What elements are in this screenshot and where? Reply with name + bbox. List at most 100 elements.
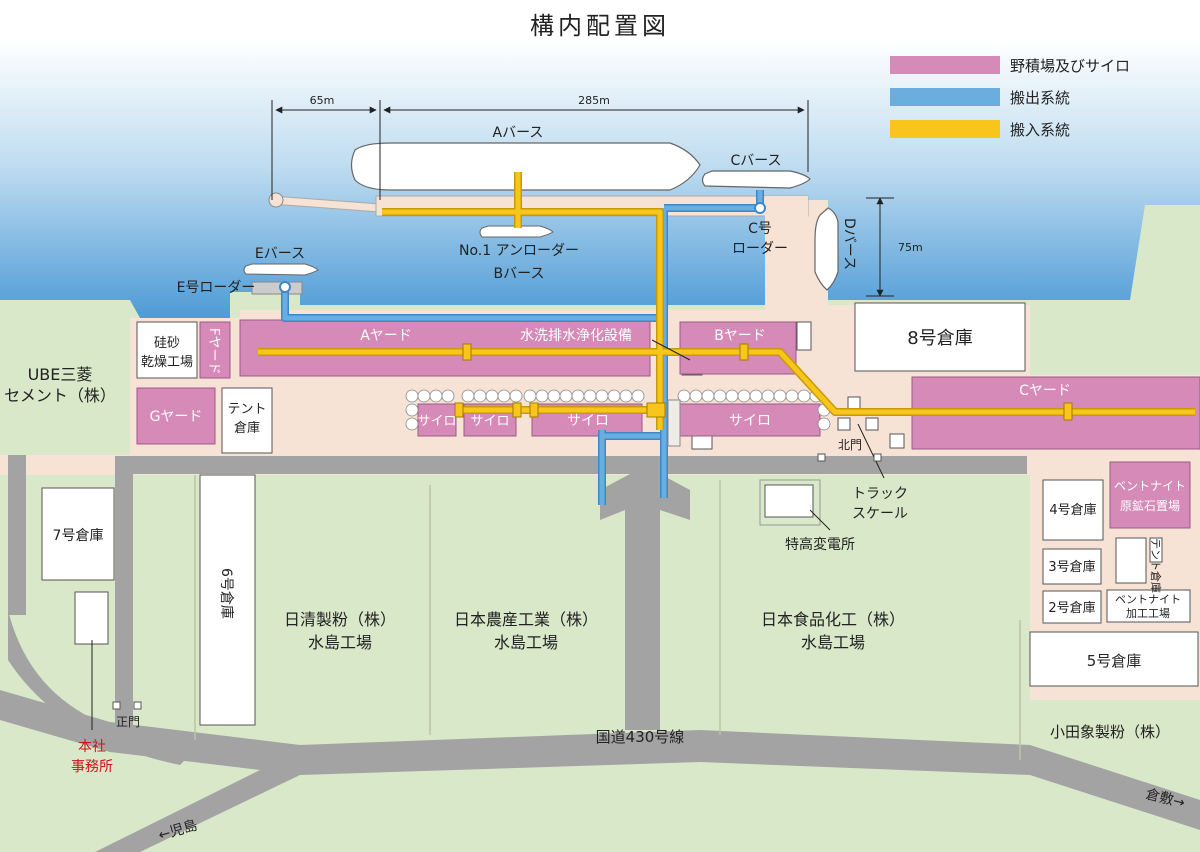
- legend-label-1: 搬出系統: [1010, 89, 1070, 107]
- silo-label-2: サイロ: [470, 414, 509, 429]
- lot-dividers: [194, 475, 1021, 760]
- pier-head: [268, 192, 284, 208]
- warehouse-2: [1042, 590, 1102, 624]
- warehouse-8-label: 8号倉庫: [907, 328, 972, 349]
- tent-label-1: テント: [227, 402, 266, 417]
- substation-label: 特高変電所: [785, 536, 855, 553]
- west-vertical-road: [115, 456, 133, 736]
- central-road: [600, 474, 690, 730]
- small-shed: [1149, 537, 1163, 563]
- c-pier: [765, 196, 808, 311]
- b-berth-label: Bバース: [494, 266, 545, 282]
- keisha-label-2: 乾燥工場: [141, 355, 193, 370]
- bentonite-ore-yard: [1109, 461, 1191, 529]
- legend-label-2: 搬入系統: [1010, 121, 1070, 139]
- truck-box-1: [847, 396, 861, 410]
- warehouse-8: [854, 302, 1026, 372]
- e-berth-label: Eバース: [255, 246, 305, 262]
- c-loader-pivot: [754, 202, 766, 214]
- e-loader-pivot: [279, 281, 291, 293]
- leader-lines: [91, 339, 885, 730]
- nisshin-label-2: 水島工場: [308, 633, 372, 652]
- silo-1: [417, 403, 457, 437]
- b-berth-ship: [479, 225, 554, 238]
- legend-swatch-0: [890, 56, 1000, 74]
- silo-label-4: サイロ: [729, 413, 771, 429]
- bentonite-ore-label-2: 原鉱石置場: [1120, 498, 1180, 513]
- nihon-nosan-label-2: 水島工場: [494, 633, 558, 652]
- truck-scale-label-2: スケール: [852, 506, 908, 522]
- bentonite-plant: [1106, 589, 1191, 623]
- warehouse-6-label: 6号倉庫: [218, 568, 235, 619]
- hq-building: [74, 591, 109, 645]
- truck-box-2: [837, 417, 851, 431]
- tent-warehouse-1: [221, 387, 273, 454]
- dimension-75m: 75m: [898, 241, 923, 254]
- hq-label-1: 本社: [78, 739, 106, 755]
- warehouse-3-label: 3号倉庫: [1048, 560, 1095, 575]
- hq-label-2: 事務所: [71, 759, 113, 775]
- a-yard-label: Aヤード: [360, 328, 412, 344]
- dimension-lines: [271, 100, 894, 297]
- nihon-shokuhin-label-1: 日本食品化工（株）: [761, 610, 905, 629]
- gate-posts: [112, 453, 882, 710]
- route-430-label: 国道430号線: [596, 728, 685, 746]
- conveyor-junctions: [454, 343, 1073, 421]
- map-title: 構内配置図: [530, 12, 670, 40]
- oda-label: 小田象製粉（株）: [1050, 723, 1170, 741]
- truck-box-4: [889, 433, 905, 449]
- silo-label-3: サイロ: [567, 413, 609, 429]
- far-west-road: [8, 455, 26, 615]
- c-loader-label-1: C号: [748, 221, 772, 237]
- ube-label-1: UBE三菱: [28, 365, 93, 384]
- f-yard-label: Fヤード: [206, 328, 221, 374]
- b-yard-shed: [796, 321, 812, 351]
- warehouse-4-label: 4号倉庫: [1049, 503, 1096, 518]
- road-network: [0, 455, 1200, 852]
- truck-box-3: [865, 417, 879, 431]
- warehouse-3: [1042, 548, 1102, 585]
- warehouse-5-label: 5号倉庫: [1087, 652, 1142, 670]
- a-berth-label: Aバース: [493, 125, 544, 141]
- truck-scale-label-1: トラック: [852, 486, 908, 502]
- warehouse-2-label: 2号倉庫: [1048, 601, 1095, 616]
- port-road: [115, 456, 1027, 474]
- warehouse-4: [1042, 479, 1104, 541]
- g-yard-label: Gヤード: [150, 409, 203, 425]
- warehouse-7: [41, 487, 115, 581]
- keisha-plant: [136, 321, 198, 379]
- e-berth-ship: [243, 263, 319, 276]
- legend-swatch-1: [890, 88, 1000, 106]
- main-gate-label: 正門: [116, 715, 140, 729]
- d-berth-label: Dバース: [841, 218, 857, 270]
- water-treatment-label: 水洗排水浄化設備: [520, 328, 632, 344]
- silo-transfer-tower: [667, 399, 681, 447]
- ube-label-2: セメント（株）: [4, 386, 116, 405]
- c-berth-label: Cバース: [730, 153, 781, 169]
- no1-unloader-label: No.1 アンローダー: [459, 243, 579, 259]
- nihon-nosan-label-1: 日本農産工業（株）: [454, 610, 598, 629]
- silo-shed: [691, 434, 713, 450]
- silo-label-1: サイロ: [417, 414, 456, 429]
- legend: 野積場及びサイロ 搬出系統 搬入系統: [890, 56, 1130, 139]
- route-430-road: [0, 690, 1200, 852]
- d-berth-ship: [814, 207, 839, 291]
- warehouse-6: [199, 474, 256, 726]
- bentonite-ore-label-1: ベントナイト: [1114, 479, 1186, 493]
- tent-label-2: 倉庫: [234, 421, 260, 436]
- legend-label-0: 野積場及びサイロ: [1010, 57, 1130, 75]
- nisshin-label-1: 日清製粉（株）: [284, 610, 396, 629]
- e-loader-label: E号ローダー: [177, 280, 256, 296]
- legend-swatch-2: [890, 120, 1000, 138]
- f-yard: [199, 321, 231, 379]
- warehouse-7-label: 7号倉庫: [53, 527, 104, 544]
- north-gate-label: 北門: [838, 438, 862, 452]
- g-yard: [136, 387, 216, 445]
- tent-warehouse-2-label: テント倉庫: [1149, 538, 1163, 593]
- bentonite-plant-label-2: 加工工場: [1126, 607, 1170, 620]
- e-loader-base: [251, 281, 303, 295]
- warehouse-5: [1029, 631, 1199, 687]
- c-loader-label-2: ローダー: [732, 241, 788, 257]
